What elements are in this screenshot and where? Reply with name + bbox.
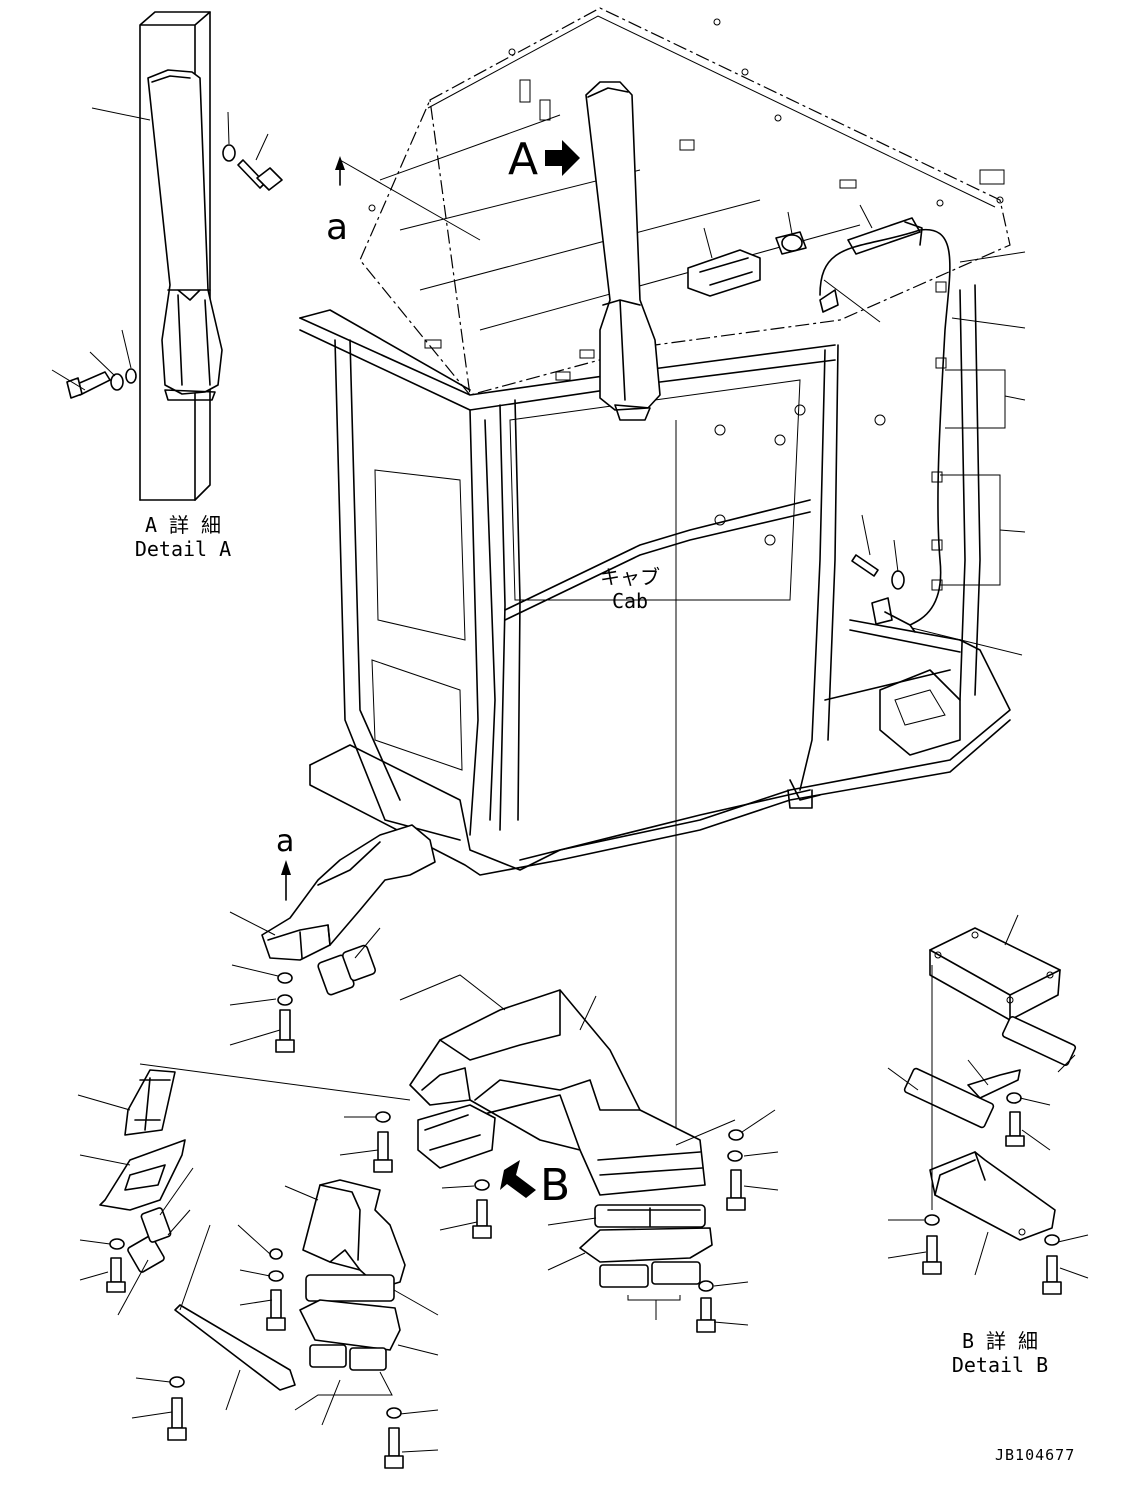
section-a-arrow-top	[335, 156, 481, 241]
detail-a-label-en: Detail A	[134, 537, 232, 561]
drawing-number: JB104677	[995, 1446, 1076, 1464]
detail-a-label-jp: A 詳 細	[144, 513, 222, 537]
detail-b-label-jp: B 詳 細	[961, 1329, 1039, 1353]
view-b-arrow	[500, 1160, 536, 1198]
cab-frame	[299, 7, 1011, 876]
cab-center-duct	[585, 81, 677, 1145]
section-a-marker-bottom: a	[276, 824, 295, 859]
detail-b-assembly	[887, 914, 1089, 1295]
lower-duct-assembly	[77, 824, 779, 1469]
bolts-lower	[106, 972, 746, 1469]
view-a-arrow	[545, 140, 580, 176]
cab-harness	[687, 204, 1026, 656]
view-a-marker: A	[508, 134, 539, 185]
detail-a-assembly	[51, 11, 283, 501]
cab-label-jp: キャブ	[600, 565, 660, 589]
cab-label-en: Cab	[611, 589, 649, 613]
view-b-marker: B	[540, 1160, 571, 1211]
detail-b-label-en: Detail B	[951, 1353, 1049, 1377]
section-a-marker-top: a	[326, 207, 349, 248]
